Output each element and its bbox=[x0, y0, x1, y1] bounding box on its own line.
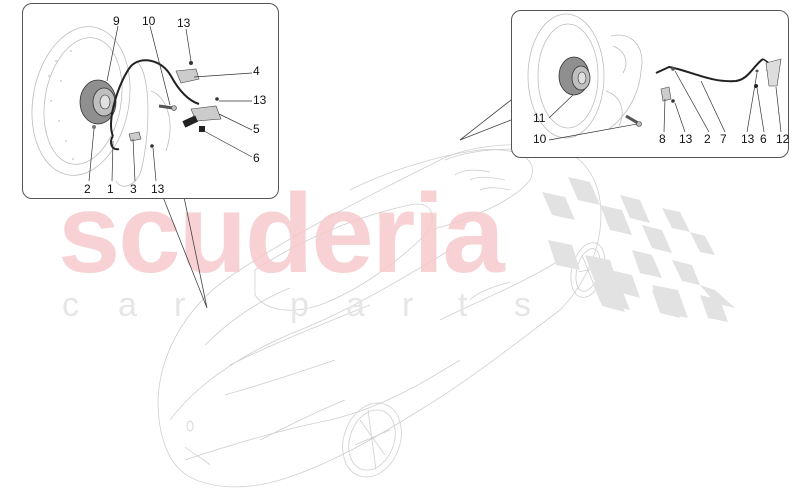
part-label-9: 9 bbox=[113, 14, 120, 28]
wm-letter: p bbox=[290, 286, 309, 324]
wm-letter: a bbox=[346, 286, 365, 324]
part-label-11: 11 bbox=[533, 111, 546, 125]
part-label-1: 1 bbox=[107, 182, 114, 196]
wm-letter: r bbox=[174, 286, 186, 324]
part-label-13: 13 bbox=[151, 182, 165, 196]
wm-letter: t bbox=[458, 286, 468, 324]
wm-letter: c bbox=[62, 286, 79, 324]
part-label-13: 13 bbox=[741, 132, 755, 146]
part-label-13: 13 bbox=[253, 93, 267, 107]
part-label-12: 12 bbox=[776, 132, 790, 146]
wm-letter: r bbox=[402, 286, 414, 324]
part-label-6: 6 bbox=[253, 151, 260, 165]
part-label-10: 10 bbox=[533, 132, 547, 146]
wm-letter: s bbox=[514, 286, 531, 324]
part-label-10: 10 bbox=[142, 14, 156, 28]
part-label-13: 13 bbox=[177, 16, 191, 30]
part-label-13: 13 bbox=[679, 132, 693, 146]
part-label-5: 5 bbox=[253, 122, 260, 136]
part-label-8: 8 bbox=[659, 132, 666, 146]
part-label-3: 3 bbox=[130, 182, 137, 196]
rear-hub-assembly-illustration bbox=[527, 13, 782, 141]
part-label-7: 7 bbox=[720, 132, 727, 146]
rear-hub-callout bbox=[511, 10, 789, 158]
wm-letter: a bbox=[118, 286, 137, 324]
front-hub-assembly-illustration bbox=[31, 25, 253, 187]
part-label-2: 2 bbox=[84, 182, 91, 196]
part-label-6: 6 bbox=[760, 132, 767, 146]
part-label-4: 4 bbox=[253, 64, 260, 78]
front-hub-callout bbox=[22, 3, 279, 199]
part-label-2: 2 bbox=[704, 132, 711, 146]
